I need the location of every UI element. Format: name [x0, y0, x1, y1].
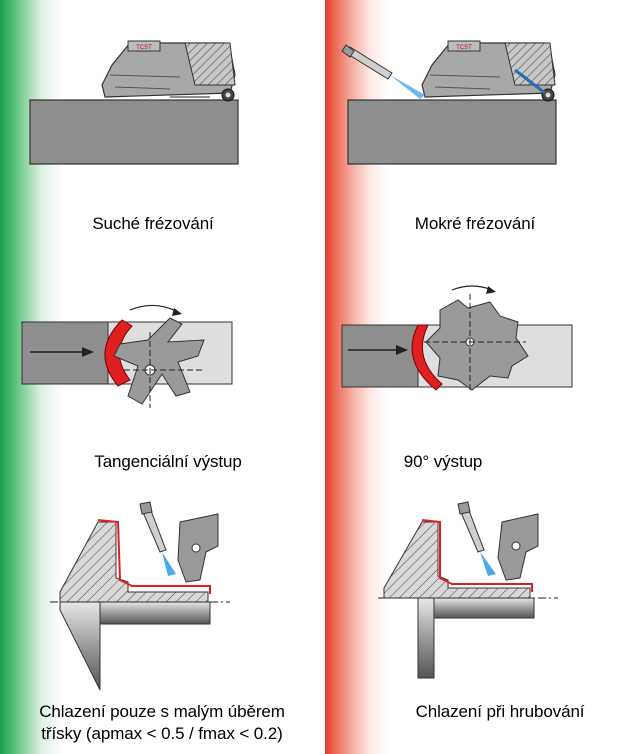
- caption-tangential-exit: Tangenciální výstup: [94, 452, 242, 471]
- workpiece-block: [29, 99, 239, 165]
- caption-ninety-exit: 90° výstup: [403, 452, 483, 471]
- rotation-arrow-icon: [451, 285, 496, 294]
- turning-tool-icon: [177, 513, 219, 583]
- milling-cutter-icon: [424, 294, 529, 392]
- rotation-arrow-icon: [129, 304, 182, 316]
- coolant-nozzle-icon: [139, 501, 176, 576]
- caption-coolant-roughing: Chlazení při hrubování: [415, 702, 585, 721]
- tangential-exit-figure: [21, 304, 233, 408]
- dry-milling-figure: TCST: [29, 40, 239, 165]
- coolant-nozzle-icon: [341, 44, 425, 99]
- turning-low-coolant-figure: [50, 501, 230, 691]
- chip-region: [411, 324, 443, 391]
- feed-arrow-icon: [30, 347, 94, 357]
- caption-wet-milling: Mokré frézování: [414, 214, 536, 233]
- ninety-exit-figure: [341, 285, 573, 392]
- feed-arrow-icon: [348, 345, 408, 355]
- milling-cutter-icon: [113, 317, 205, 408]
- caption-dry-milling: Suché frézování: [92, 214, 214, 233]
- milling-cutter-icon: [421, 40, 556, 102]
- coolant-nozzle-icon: [457, 501, 496, 576]
- workpiece-block: [347, 99, 557, 165]
- milling-cutter-icon: [101, 40, 236, 102]
- tool-brand-label: TCST: [136, 45, 152, 51]
- caption-coolant-low-line1: Chlazení pouze s malým úběrem: [39, 702, 285, 721]
- wet-milling-figure: TCST: [341, 40, 557, 165]
- turning-tool-icon: [497, 513, 539, 581]
- tool-brand-label: TCST: [456, 45, 472, 51]
- caption-coolant-low-line2: třísky (apmax < 0.5 / fmax < 0.2): [41, 724, 283, 743]
- turning-roughing-coolant-figure: [378, 501, 558, 679]
